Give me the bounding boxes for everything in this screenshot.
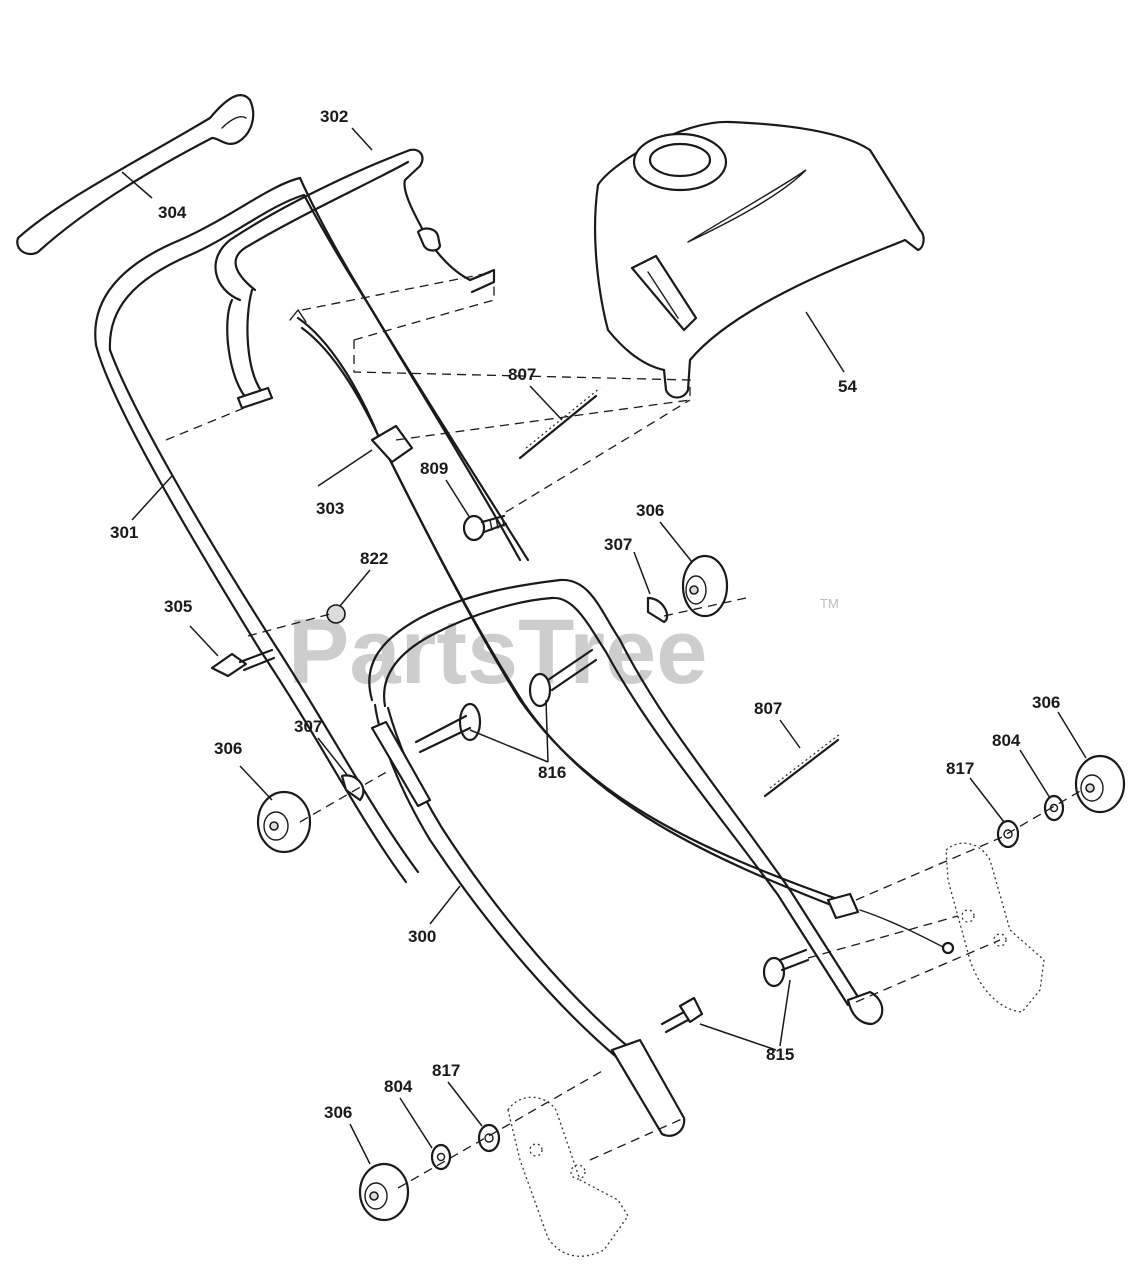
- callout-leaders: [121, 127, 1087, 1165]
- callout-306-right: 306: [1032, 693, 1060, 712]
- part-304-grip: [16, 94, 255, 256]
- callout-822: 822: [360, 549, 388, 568]
- callout-300: 300: [408, 927, 436, 946]
- part-306-knob-left: [256, 790, 312, 854]
- callout-809: 809: [420, 459, 448, 478]
- part-54-cover: [593, 120, 925, 399]
- part-307-spacer-upper: [646, 596, 669, 624]
- part-301-upper-handle: [94, 176, 530, 884]
- part-809-screw: [462, 514, 508, 542]
- callout-303: 303: [316, 499, 344, 518]
- callout-307-upper: 307: [604, 535, 632, 554]
- part-303-cable: [289, 308, 955, 955]
- trademark-mark: TM: [820, 596, 839, 611]
- part-815-bolt-upper: [762, 948, 810, 988]
- part-815-bolt-lower: [660, 996, 704, 1034]
- part-817-washer-bottom: [477, 1123, 501, 1153]
- callout-306-bottom: 306: [324, 1103, 352, 1122]
- part-807-tie-lower: [763, 733, 841, 798]
- part-804-washer-right: [1043, 794, 1065, 822]
- part-804-washer-bottom: [430, 1143, 452, 1171]
- callout-804-bottom: 804: [384, 1077, 413, 1096]
- callout-labels: 304 302 54 807 809 303 301 306 307 822 3…: [110, 107, 1060, 1122]
- part-302-bail: [214, 148, 496, 410]
- part-822-nut: [326, 604, 346, 624]
- callout-54: 54: [838, 377, 857, 396]
- part-816-bolt-upper: [528, 648, 598, 708]
- callout-302: 302: [320, 107, 348, 126]
- deck-bracket-right: [945, 842, 1045, 1013]
- callout-817-right: 817: [946, 759, 974, 778]
- callout-807-lower: 807: [754, 699, 782, 718]
- part-306-knob-upper: [681, 554, 729, 618]
- deck-bracket-bottom: [507, 1096, 629, 1257]
- callout-807-upper: 807: [508, 365, 536, 384]
- callout-304: 304: [158, 203, 187, 222]
- assembly-guide-lines: [165, 271, 1083, 1189]
- callout-817-bottom: 817: [432, 1061, 460, 1080]
- callout-815: 815: [766, 1045, 794, 1064]
- part-306-knob-bottom: [358, 1162, 410, 1222]
- callout-306-upper: 306: [636, 501, 664, 520]
- callout-804-right: 804: [992, 731, 1021, 750]
- callout-301: 301: [110, 523, 138, 542]
- callout-307-lower: 307: [294, 717, 322, 736]
- callout-305: 305: [164, 597, 192, 616]
- part-306-knob-right: [1074, 754, 1126, 814]
- part-300-lower-handle: [368, 578, 884, 1137]
- partstree-watermark: PartsTree: [288, 601, 707, 703]
- part-816-bolt-lower: [414, 702, 482, 754]
- callout-306-left: 306: [214, 739, 242, 758]
- part-305-bolt: [210, 648, 276, 678]
- callout-816: 816: [538, 763, 566, 782]
- part-807-tie-upper: [518, 387, 601, 460]
